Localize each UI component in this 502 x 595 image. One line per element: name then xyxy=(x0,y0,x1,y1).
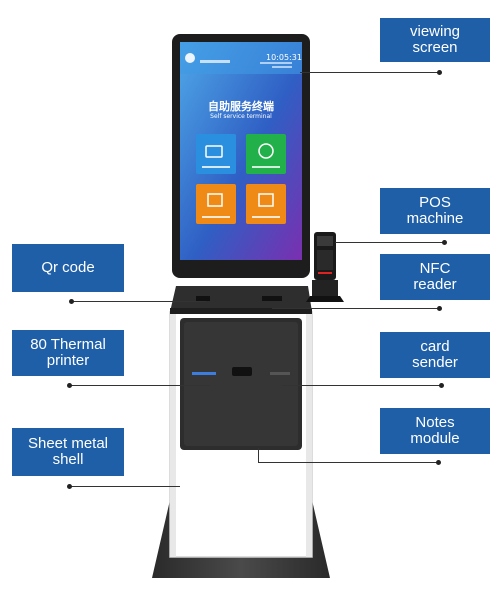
label-sheet-metal-shell: Sheet metal shell xyxy=(12,428,124,476)
leader-qr-code-dot xyxy=(69,299,74,304)
leader-qr-code xyxy=(72,301,206,302)
tile-orange xyxy=(196,184,236,224)
label-qr-code: Qr code xyxy=(12,244,124,292)
nfc-pad xyxy=(262,296,282,301)
leader-pos-machine xyxy=(335,242,445,243)
screen-time: 10:05:31 xyxy=(266,53,302,62)
leader-notes-module-v xyxy=(258,448,259,462)
leader-card-sender-dot xyxy=(439,383,444,388)
label-card-sender: card sender xyxy=(380,332,490,378)
printer-slot xyxy=(192,372,216,375)
leader-pos-machine-dot xyxy=(442,240,447,245)
screen-title-en: Self service terminal xyxy=(210,113,272,120)
leader-sheet-metal-shell-dot xyxy=(67,484,72,489)
card-sender-slot xyxy=(270,372,290,375)
label-pos-machine: POS machine xyxy=(380,188,490,234)
tile-green xyxy=(246,134,286,174)
tile-orange-2 xyxy=(246,184,286,224)
leader-notes-module-dot xyxy=(436,460,441,465)
leader-nfc-reader-dot xyxy=(437,306,442,311)
leader-notes-module xyxy=(258,462,438,463)
label-thermal-printer: 80 Thermal printer xyxy=(12,330,124,376)
card-slot-center xyxy=(232,367,252,376)
label-viewing-screen: viewing screen xyxy=(380,18,490,62)
screen-title-cn: 自助服务终端 xyxy=(208,100,274,113)
leader-viewing-screen xyxy=(300,72,440,73)
tile-blue xyxy=(196,134,236,174)
leader-nfc-reader xyxy=(272,308,440,309)
qr-scanner-slot xyxy=(196,296,210,301)
leader-thermal-printer-dot xyxy=(67,383,72,388)
label-notes-module: Notes module xyxy=(380,408,490,454)
leader-card-sender xyxy=(282,385,442,386)
leader-sheet-metal-shell xyxy=(70,486,180,487)
leader-thermal-printer xyxy=(70,385,210,386)
label-nfc-reader: NFC reader xyxy=(380,254,490,300)
kiosk-desk xyxy=(170,286,312,312)
leader-viewing-screen-dot xyxy=(437,70,442,75)
